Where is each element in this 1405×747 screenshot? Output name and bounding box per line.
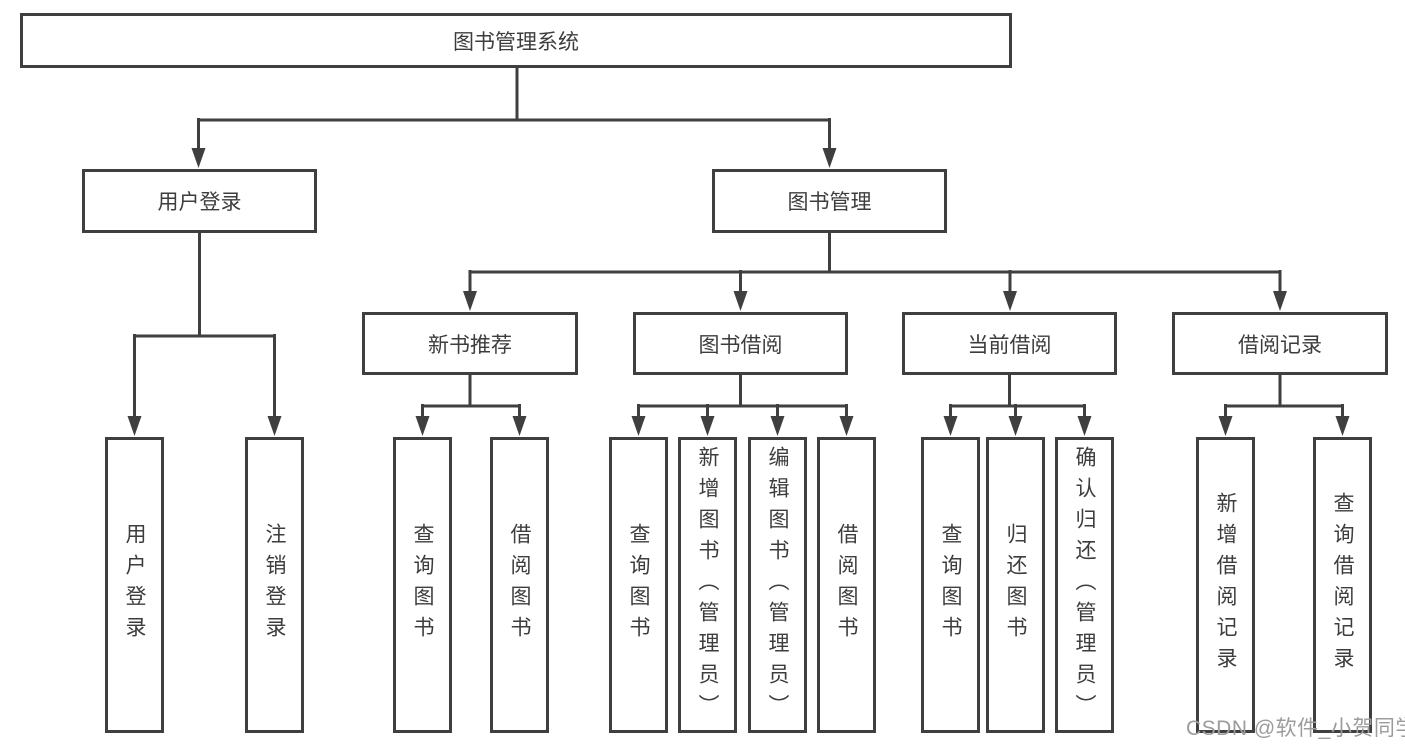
leaf-query-books-borrowing-label: 查询图书: [627, 523, 650, 647]
leaf-borrow-books-recommend: 借阅图书: [490, 437, 549, 733]
leaf-query-books-recommend: 查询图书: [393, 437, 452, 733]
leaf-borrow-books: 借阅图书: [817, 437, 876, 733]
leaf-borrow-books-recommend-label: 借阅图书: [508, 523, 531, 647]
leaf-query-borrow-record: 查询借阅记录: [1313, 437, 1372, 733]
node-new-book-recommend: 新书推荐: [362, 312, 578, 375]
node-book-management: 图书管理: [712, 169, 947, 233]
leaf-query-books-current-label: 查询图书: [939, 523, 962, 647]
node-user-login: 用户登录: [82, 169, 317, 233]
node-borrowing-records: 借阅记录: [1172, 312, 1388, 375]
leaf-add-borrow-record-label: 新增借阅记录: [1214, 492, 1237, 678]
leaf-edit-books-admin: 编辑图书（管理员）: [748, 437, 807, 733]
leaf-query-borrow-record-label: 查询借阅记录: [1331, 492, 1354, 678]
leaf-query-books-current: 查询图书: [921, 437, 980, 733]
leaf-confirm-return-admin-label: 确认归还（管理员）: [1073, 445, 1096, 725]
leaf-return-books: 归还图书: [986, 437, 1045, 733]
leaf-user-login: 用户登录: [105, 437, 164, 733]
leaf-borrow-books-label: 借阅图书: [835, 523, 858, 647]
leaf-add-borrow-record: 新增借阅记录: [1196, 437, 1255, 733]
leaf-logout: 注销登录: [245, 437, 304, 733]
leaf-add-books-admin: 新增图书（管理员）: [678, 437, 737, 733]
leaf-confirm-return-admin: 确认归还（管理员）: [1055, 437, 1114, 733]
node-current-borrowing: 当前借阅: [902, 312, 1117, 375]
leaf-return-books-label: 归还图书: [1004, 523, 1027, 647]
leaf-user-login-label: 用户登录: [123, 523, 146, 647]
leaf-edit-books-admin-label: 编辑图书（管理员）: [766, 445, 789, 725]
csdn-watermark: CSDN @软件_小贺同学: [1186, 717, 1405, 740]
leaf-add-books-admin-label: 新增图书（管理员）: [696, 445, 719, 725]
leaf-query-books-recommend-label: 查询图书: [411, 523, 434, 647]
node-root-system: 图书管理系统: [20, 13, 1012, 68]
leaf-query-books-borrowing: 查询图书: [609, 437, 668, 733]
leaf-logout-label: 注销登录: [263, 523, 286, 647]
node-book-borrowing: 图书借阅: [633, 312, 848, 375]
